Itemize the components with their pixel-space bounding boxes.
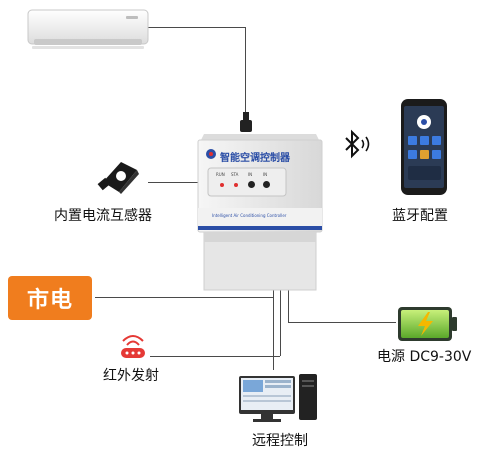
led-label-in2: IN [263,172,268,177]
plug-icon [238,112,254,134]
air-conditioner-icon [26,8,150,52]
led-label-sta: STA [231,172,239,177]
led-run [220,183,224,187]
line-ac-to-device-vertical [245,27,246,122]
current-transformer-icon [97,158,143,196]
computer-icon [237,372,321,424]
label-remote: 远程控制 [252,433,308,449]
led-in2 [263,181,270,188]
ir-emitter-icon [118,330,148,360]
line-ac-to-device-horizontal [148,27,246,28]
device-logo-icon [204,148,218,160]
mains-label: 市电 [26,288,73,313]
bluetooth-icon [340,128,374,162]
led-label-in1: IN [248,172,253,177]
label-bluetooth: 蓝牙配置 [392,208,448,224]
battery-icon [396,304,460,344]
label-current-sensor: 内置电流互感器 [54,208,152,224]
line-sensor-to-device [148,182,198,183]
line-power-horizontal [288,322,396,323]
mains-badge: 市电 [8,276,92,320]
led-sta [234,183,238,187]
line-mains-to-device [95,297,273,298]
smartphone-icon [400,98,448,196]
line-power-vertical [288,288,289,322]
device-subtitle: Intelligent Air Conditioning Controller [212,213,287,218]
led-in1 [248,181,255,188]
line-device-down [273,288,274,370]
line-ir-to-device [150,356,280,357]
line-device-to-ir [280,288,281,356]
controller-device [190,128,330,296]
device-led-panel: RUN STA IN IN [214,172,294,192]
label-power: 电源 DC9-30V [377,349,472,365]
led-label-run: RUN [216,172,225,177]
label-ir-emitter: 红外发射 [103,368,159,384]
device-title: 智能空调控制器 [220,153,290,164]
